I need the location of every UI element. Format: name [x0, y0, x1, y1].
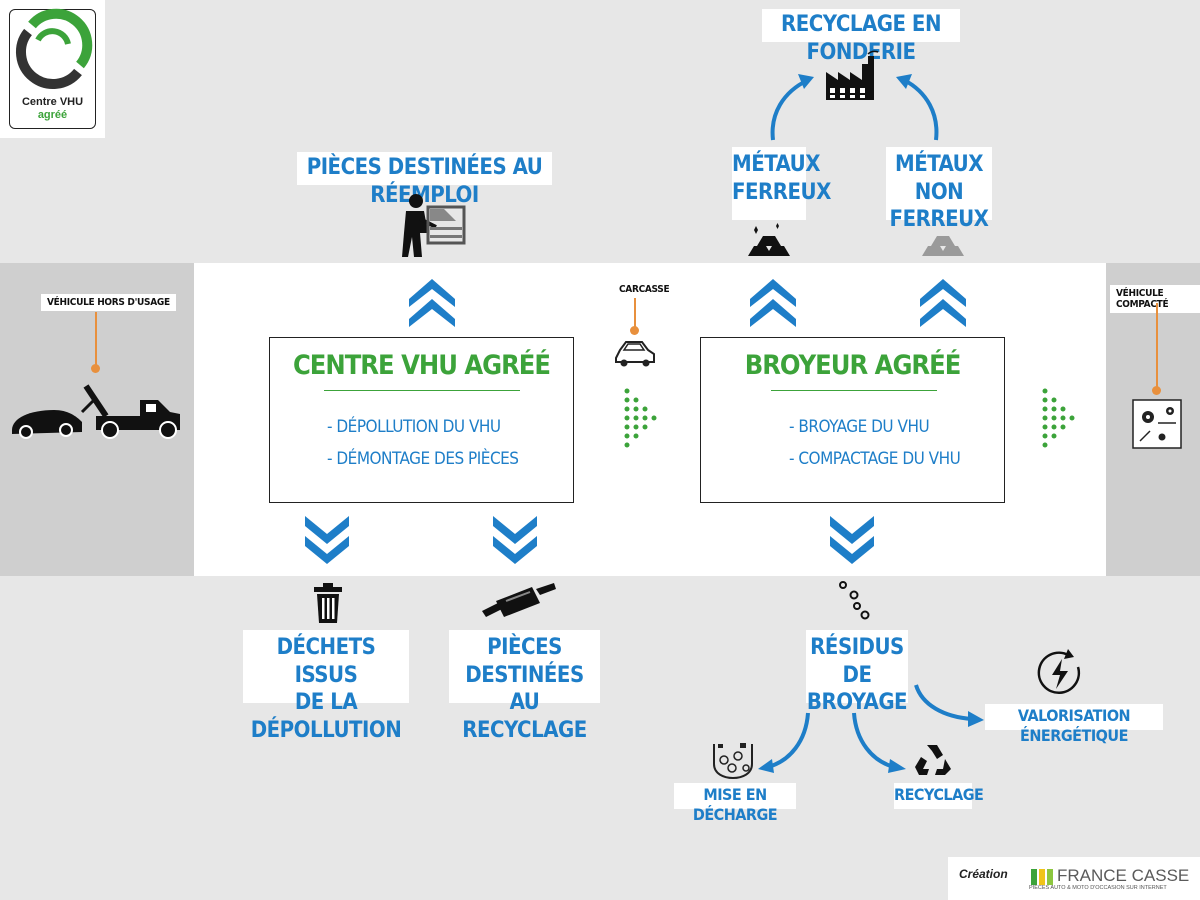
credit-tagline: PIÈCES AUTO & MOTO D'OCCASION SUR INTERN…: [1029, 885, 1167, 891]
label-residus-broyage: Résidus de broyage: [806, 630, 908, 715]
broyeur-box: Broyeur agréé - Broyage du VHU - Compact…: [700, 337, 1005, 503]
label-residus-line1: Résidus de: [810, 635, 904, 688]
label-dechets-line1: Déchets issus: [276, 635, 376, 688]
arrow-to-decharge: [758, 712, 810, 773]
mechanic-door-icon: [402, 194, 466, 257]
label-dechets-depollution: Déchets issus de la dépollution: [243, 630, 409, 743]
label-metaux-non-ferreux-line2: ferreux: [889, 207, 989, 232]
label-metaux-ferreux-line1: Métaux: [732, 152, 821, 177]
centre-vhu-line-2: - Démontage des pièces: [327, 449, 519, 469]
car-icon: [615, 341, 655, 367]
label-metaux-ferreux: Métaux ferreux: [732, 147, 831, 220]
broyeur-line-2: - Compactage du VHU: [789, 449, 961, 469]
chevron-up-icon: [920, 279, 966, 327]
broyeur-line-1: - Broyage du VHU: [789, 417, 930, 437]
dotted-arrow-right-icon: [1042, 388, 1075, 448]
factory-icon: [826, 50, 879, 100]
tag-vehicule-hors-usage: Véhicule hors d'usage: [41, 294, 176, 311]
arrow-to-valorisation: [914, 684, 984, 727]
label-residus-line2: broyage: [806, 690, 908, 715]
logo-card: Centre VHU agréé: [9, 8, 96, 129]
credit-box: Création FRANCE CASSE PIÈCES AUTO & MOTO…: [948, 857, 1200, 900]
landfill-icon: [713, 743, 753, 780]
dotted-arrow-right-icon: [624, 388, 657, 448]
label-pieces-recyclage-line1: Pièces destinées: [465, 635, 584, 688]
metal-bars-icon: [922, 236, 964, 256]
chevron-up-icon: [409, 279, 455, 327]
arrow-non-ferreux-to-fonderie: [896, 74, 939, 141]
centre-vhu-title: Centre VHU agréé: [292, 350, 551, 381]
chevron-down-icon: [830, 516, 874, 564]
centre-vhu-line-1: - Dépollution du VHU: [327, 417, 501, 437]
france-casse-logo-icon: [1031, 869, 1053, 885]
connector-line: [95, 312, 97, 366]
logo-text-sub: agréé: [37, 109, 68, 121]
connector-dot: [91, 364, 100, 373]
label-recyclage: Recyclage: [894, 783, 984, 809]
tag-carcasse: Carcasse: [619, 284, 670, 295]
label-mise-en-decharge: Mise en décharge: [674, 783, 796, 824]
connector-line: [634, 298, 636, 328]
chevron-down-icon: [493, 516, 537, 564]
credit-brand: FRANCE CASSE: [1057, 866, 1190, 885]
centre-vhu-logo: Centre VHU agréé: [0, 0, 105, 138]
label-pieces-recyclage: Pièces destinées au recyclage: [449, 630, 600, 743]
broyeur-title: Broyeur agréé: [744, 350, 962, 381]
credit-label: Création: [959, 867, 1008, 881]
chevron-up-icon: [750, 279, 796, 327]
arrow-ferreux-to-fonderie: [770, 74, 814, 141]
title-underline: [324, 390, 520, 391]
centre-vhu-box: Centre VHU agréé - Dépollution du VHU - …: [269, 337, 574, 503]
gold-bars-icon: [748, 223, 790, 256]
trash-icon: [314, 583, 342, 623]
exhaust-pipe-icon: [482, 583, 556, 617]
chevron-down-icon: [305, 516, 349, 564]
compacted-vehicle-icon: [1132, 399, 1182, 449]
label-valorisation-energetique: Valorisation énergétique: [985, 704, 1163, 745]
energy-recovery-icon: [1037, 649, 1081, 695]
label-dechets-line2: de la dépollution: [250, 690, 402, 743]
logo-text-main: Centre VHU: [21, 96, 84, 108]
label-metaux-ferreux-line2: ferreux: [732, 179, 831, 205]
tow-truck-icon: [12, 384, 180, 439]
label-recyclage-fonderie: Recyclage en fonderie: [762, 9, 960, 65]
connector-dot: [1152, 386, 1161, 395]
recycle-icon: [915, 745, 951, 775]
label-pieces-reemploi: Pièces destinées au réemploi: [297, 152, 552, 208]
recycle-ring-icon: [16, 8, 93, 89]
residue-dots-icon: [839, 581, 870, 620]
arrow-to-recyclage: [852, 712, 906, 773]
connector-line: [1156, 303, 1158, 389]
connector-dot: [630, 326, 639, 335]
label-metaux-non-ferreux-line1: Métaux non: [895, 152, 984, 205]
title-underline: [771, 390, 937, 391]
tag-vehicule-compacte: Véhicule compacté: [1110, 285, 1200, 313]
label-pieces-recyclage-line2: au recyclage: [462, 690, 587, 743]
label-metaux-non-ferreux: Métaux non ferreux: [886, 147, 992, 232]
